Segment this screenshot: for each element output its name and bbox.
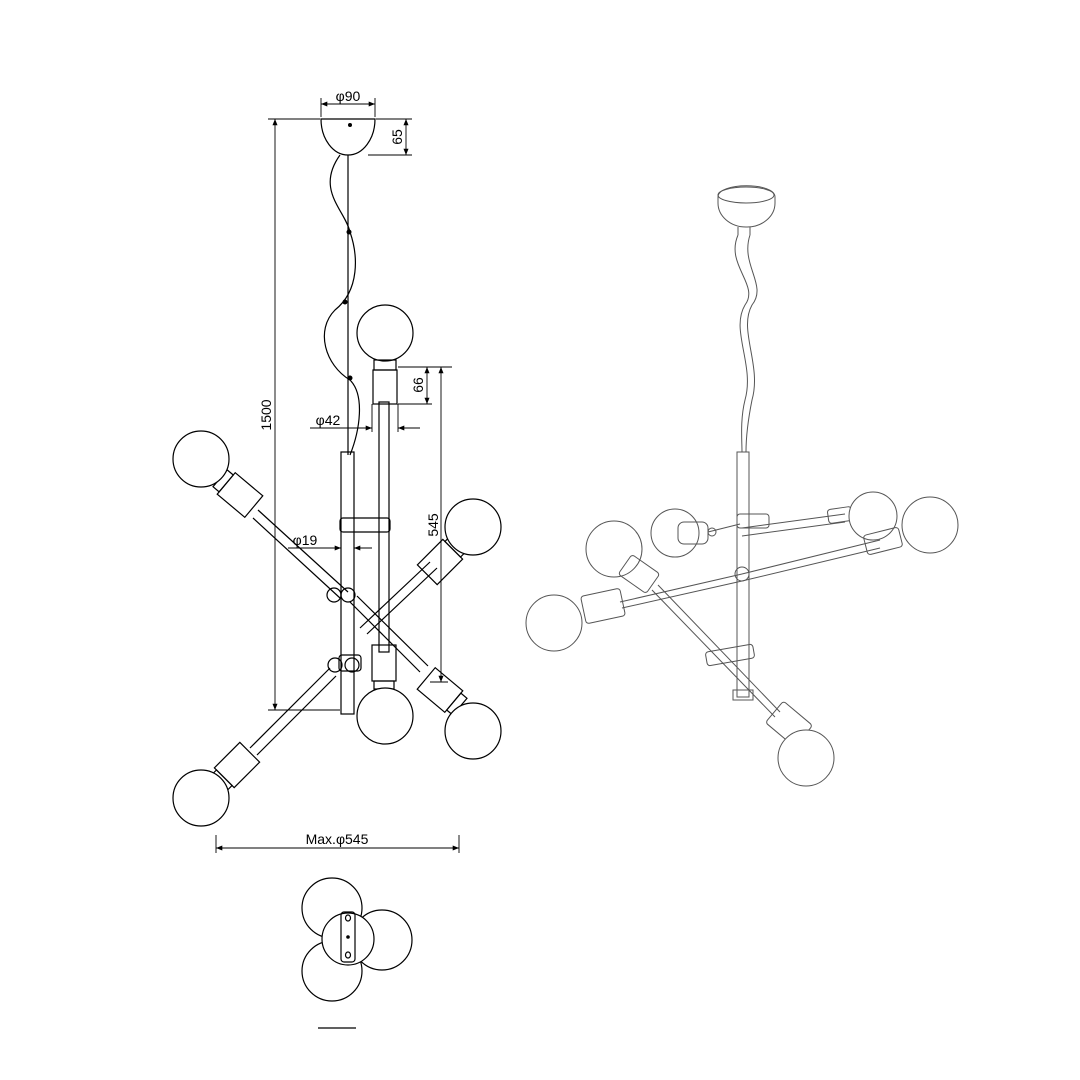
plan-view [301, 877, 413, 1029]
globe-upper-left [172, 430, 264, 519]
canopy-diameter-label: φ90 [336, 88, 361, 104]
arm-left-upper [257, 509, 349, 593]
globe-upper-right [416, 498, 502, 586]
dim-max-diameter: Max.φ545 [215, 831, 460, 853]
canopy-height-label: 65 [389, 129, 405, 145]
globe-bottom-center [356, 644, 414, 745]
upper-tube [378, 401, 390, 653]
dim-tube-diameter: φ19 [288, 532, 372, 551]
globe-top [356, 304, 414, 405]
central-tube [340, 451, 355, 715]
globe-lower-right [416, 666, 502, 760]
tube-coupler [339, 517, 391, 533]
canopy [320, 118, 376, 156]
dim-overall-height: 1500 [258, 118, 340, 711]
lower-coupler [338, 654, 362, 672]
globe-lower-left [172, 741, 261, 827]
dim-holder-height: 66 [398, 366, 452, 405]
arm-left-lower [249, 667, 331, 749]
holder-height-label: 66 [410, 377, 426, 393]
dim-holder-diameter: φ42 [310, 404, 420, 432]
dim-canopy-diameter: φ90 [320, 88, 376, 117]
front-elevation: φ90 65 1500 66 φ42 [172, 88, 502, 853]
overall-height-label: 1500 [258, 399, 274, 430]
arm-spacing-label: 545 [425, 513, 441, 537]
dim-canopy-height: 65 [368, 118, 412, 156]
holder-diameter-label: φ42 [316, 412, 341, 428]
max-diameter-label: Max.φ545 [306, 831, 369, 847]
dim-arm-spacing: 545 [398, 366, 448, 683]
perspective-view [525, 185, 959, 787]
tube-diameter-label: φ19 [293, 532, 318, 548]
cable [323, 154, 360, 456]
